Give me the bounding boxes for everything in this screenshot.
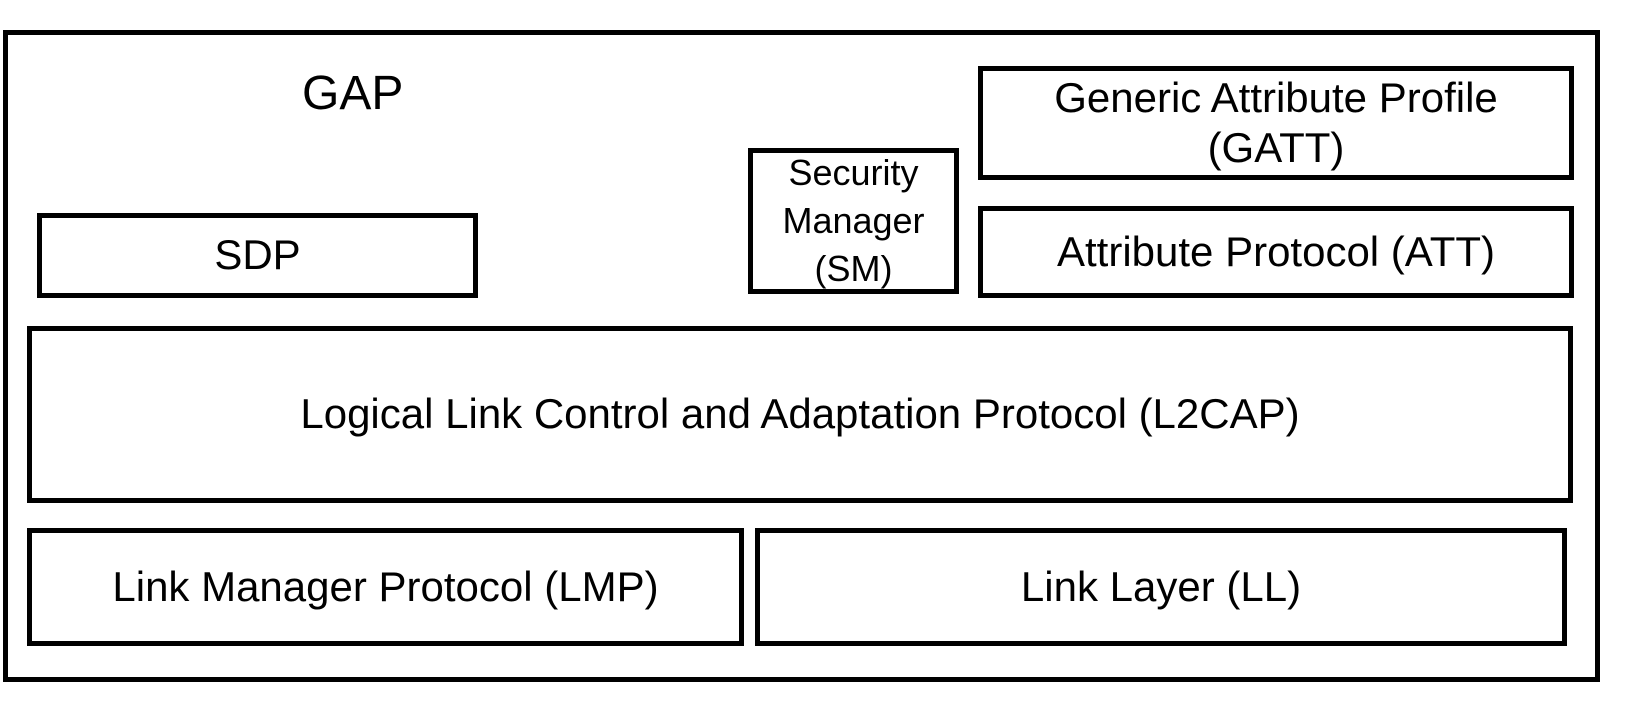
l2cap-label: Logical Link Control and Adaptation Prot… — [300, 390, 1300, 438]
lmp-label: Link Manager Protocol (LMP) — [112, 562, 659, 610]
att-box: Attribute Protocol (ATT) — [978, 206, 1574, 298]
link-layer-label: Link Layer (LL) — [1020, 562, 1302, 610]
gap-label: GAP — [302, 67, 404, 120]
sdp-box: SDP — [37, 213, 478, 298]
sdp-label: SDP — [214, 231, 301, 279]
security-manager-label: Security Manager (SM) — [782, 152, 925, 289]
lmp-box: Link Manager Protocol (LMP) — [27, 528, 744, 646]
gatt-label: Generic Attribute Profile (GATT) — [1054, 73, 1498, 171]
security-manager-box: Security Manager (SM) — [748, 148, 959, 294]
l2cap-box: Logical Link Control and Adaptation Prot… — [27, 326, 1573, 503]
link-layer-box: Link Layer (LL) — [755, 528, 1567, 646]
gatt-box: Generic Attribute Profile (GATT) — [978, 66, 1574, 180]
att-label: Attribute Protocol (ATT) — [1056, 227, 1495, 275]
